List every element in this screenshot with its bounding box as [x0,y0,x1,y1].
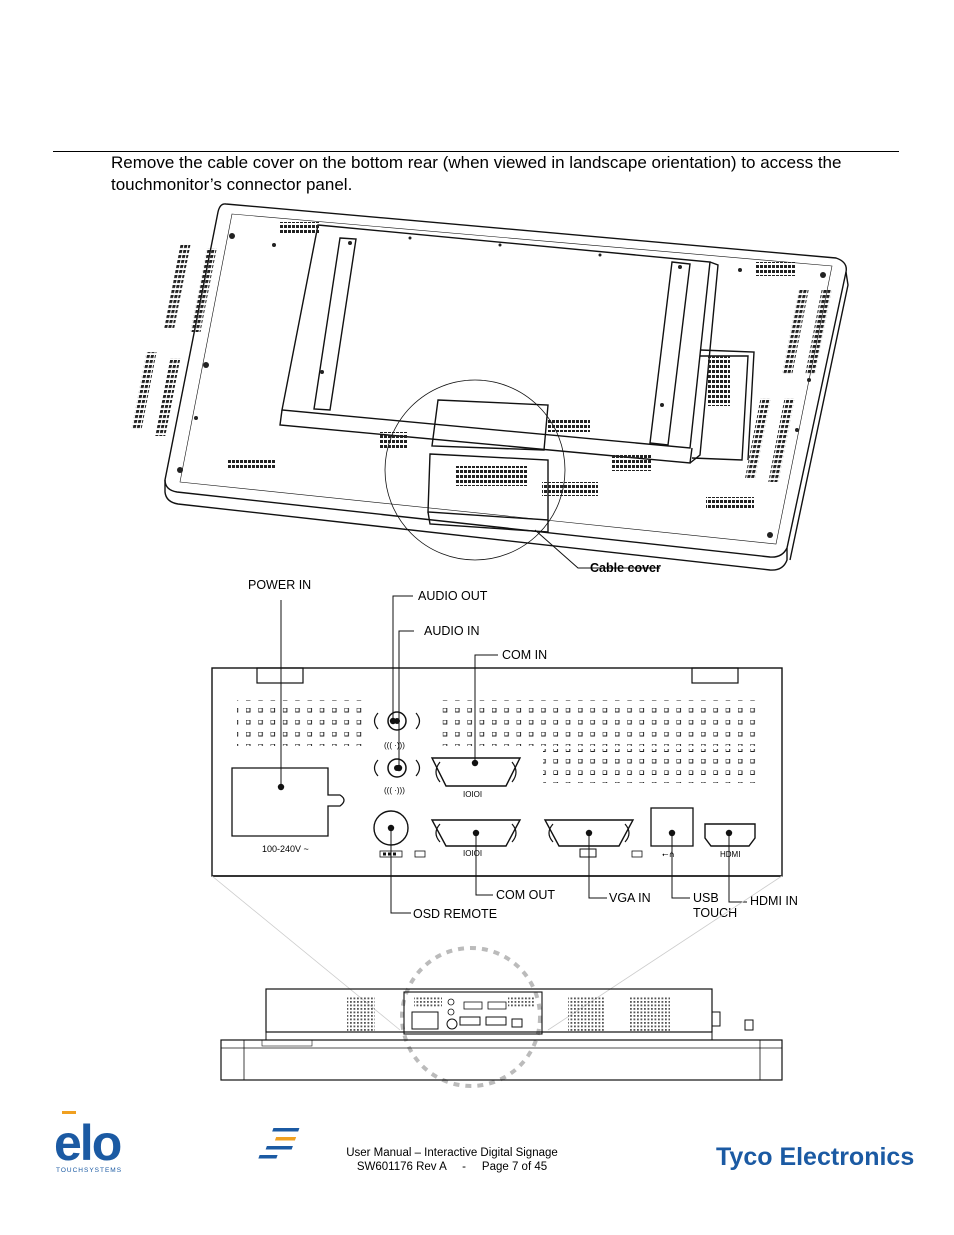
elo-subtitle: TOUCHSYSTEMS [56,1167,122,1174]
com-out-marking: IOIOI [463,849,482,858]
audio-in-icon: ((( ·))) [384,786,405,795]
hdmi-in-label: HDMI IN [750,894,798,908]
rear-view-illustration [164,203,849,571]
vga-in-label: VGA IN [609,891,651,905]
com-out-port [430,819,522,847]
tyco-logo: Tyco Electronics [258,1128,914,1171]
footer-line-1: User Manual – Interactive Digital Signag… [346,1147,558,1159]
usb-touch-label-line2: TOUCH [693,906,737,920]
com-out-label: COM OUT [496,888,555,902]
footer-line-2: SW601176 Rev A - Page 7 of 45 [356,1161,548,1173]
elo-mark: elo [54,1115,121,1171]
usb-icon: ⭠⋔ [662,850,675,859]
bottom-view-vents [347,996,670,1032]
callout-leaders [280,595,747,914]
page-footer: User Manual – Interactive Digital Signag… [300,1146,604,1174]
vga-port [543,819,635,847]
com-in-label: COM IN [502,648,547,662]
elo-logo: elo TOUCHSYSTEMS [54,1111,123,1174]
intro-paragraph: Remove the cable cover on the bottom rea… [111,153,842,194]
cable-cover-label: Cable cover [590,561,661,575]
com-in-port [430,757,522,787]
rear-view-screws [177,233,826,538]
callout-dots [277,717,733,837]
audio-out-label: AUDIO OUT [418,589,488,603]
power-inlet [231,767,345,837]
hdmi-port-marking: HDMI [720,850,740,859]
audio-out-jack [387,711,407,731]
usb-touch-label-line1: USB [693,891,719,905]
audio-in-jack [387,758,407,778]
vent-holes-top [440,700,760,746]
vent-holes-left [237,700,367,746]
voltage-label: 100-240V ~ [262,844,309,854]
header-rule [53,151,899,152]
tyco-wordmark: Tyco Electronics [716,1143,914,1171]
audio-out-icon: ((( ·))) [384,741,405,750]
rear-view-vents [131,222,832,509]
osd-remote-label: OSD REMOTE [413,907,497,921]
power-in-label: POWER IN [248,578,311,592]
connector-panel: ((( ·))) ((( ·))) IOIOI IOIOI ⭠⋔ HDMI 10… [211,667,783,877]
vent-holes-right [543,749,760,783]
audio-in-label: AUDIO IN [424,624,480,638]
hdmi-port [704,823,756,847]
com-in-marking: IOIOI [463,790,482,799]
